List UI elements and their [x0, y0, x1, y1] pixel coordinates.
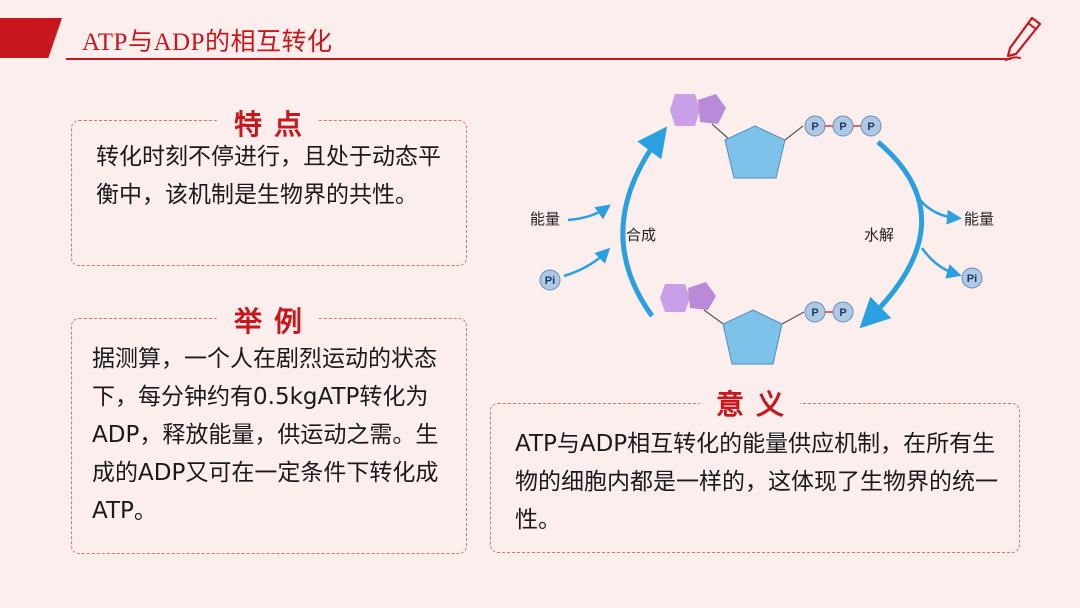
- title-accent-tab: [0, 18, 62, 58]
- adp-phosphate-1-label: P: [811, 307, 818, 319]
- atp-adp-cycle-diagram: P P P P P 合成 能量 Pi 水解 能量 Pi: [530, 94, 994, 365]
- atp-adenine-ring-icon: [698, 94, 726, 124]
- significance-text: ATP与ADP相互转化的能量供应机制，在所有生物的细胞内都是一样的，这体现了生物…: [515, 431, 998, 533]
- features-heading: 特点: [218, 103, 319, 143]
- atp-adenine-base-icon: [670, 94, 700, 126]
- synthesis-label: 合成: [626, 226, 656, 244]
- atp-phosphate-1-label: P: [811, 121, 818, 133]
- synthesis-arrow-icon: [620, 126, 668, 318]
- page-title: ATP与ADP的相互转化: [82, 29, 333, 56]
- example-text: 据测算，一个人在剧烈运动的状态下，每分钟约有0.5kgATP转化为ADP，释放能…: [92, 346, 439, 524]
- adp-phosphate-2-icon: [832, 301, 854, 323]
- adp-phosphate-2-label: P: [839, 307, 846, 319]
- title-underline: [66, 58, 1011, 60]
- energy-in-label: 能量: [530, 210, 560, 228]
- energy-out-arrow-icon: [919, 199, 962, 225]
- pi-out-icon: [961, 267, 983, 289]
- adp-molecule: P P: [660, 282, 854, 365]
- adp-adenine-ring-icon: [688, 282, 716, 310]
- pi-out-label: Pi: [967, 273, 977, 285]
- example-heading: 举例: [218, 300, 319, 340]
- features-text: 转化时刻不停进行，且处于动态平衡中，该机制是生物界的共性。: [96, 144, 441, 208]
- atp-phosphate-3-icon: [860, 115, 882, 137]
- atp-ribose-pentagon-icon: [724, 125, 786, 179]
- pi-in-label: Pi: [545, 275, 555, 287]
- atp-phosphate-3-label: P: [867, 121, 874, 133]
- energy-out-label: 能量: [964, 210, 994, 228]
- pen-icon: [1005, 16, 1042, 61]
- pi-in-icon: [539, 269, 561, 291]
- pi-out-arrow-icon: [920, 247, 962, 279]
- energy-in-arrow-icon: [567, 204, 611, 222]
- pi-in-arrow-icon: [563, 247, 611, 278]
- atp-molecule: P P P: [670, 94, 882, 179]
- adp-adenine-base-icon: [660, 284, 690, 312]
- hydrolysis-label: 水解: [864, 226, 894, 244]
- atp-phosphate-2-label: P: [839, 121, 846, 133]
- significance-heading: 意义: [700, 383, 801, 423]
- adp-ribose-pentagon-icon: [722, 309, 783, 365]
- hydrolysis-arrow-icon: [859, 140, 924, 329]
